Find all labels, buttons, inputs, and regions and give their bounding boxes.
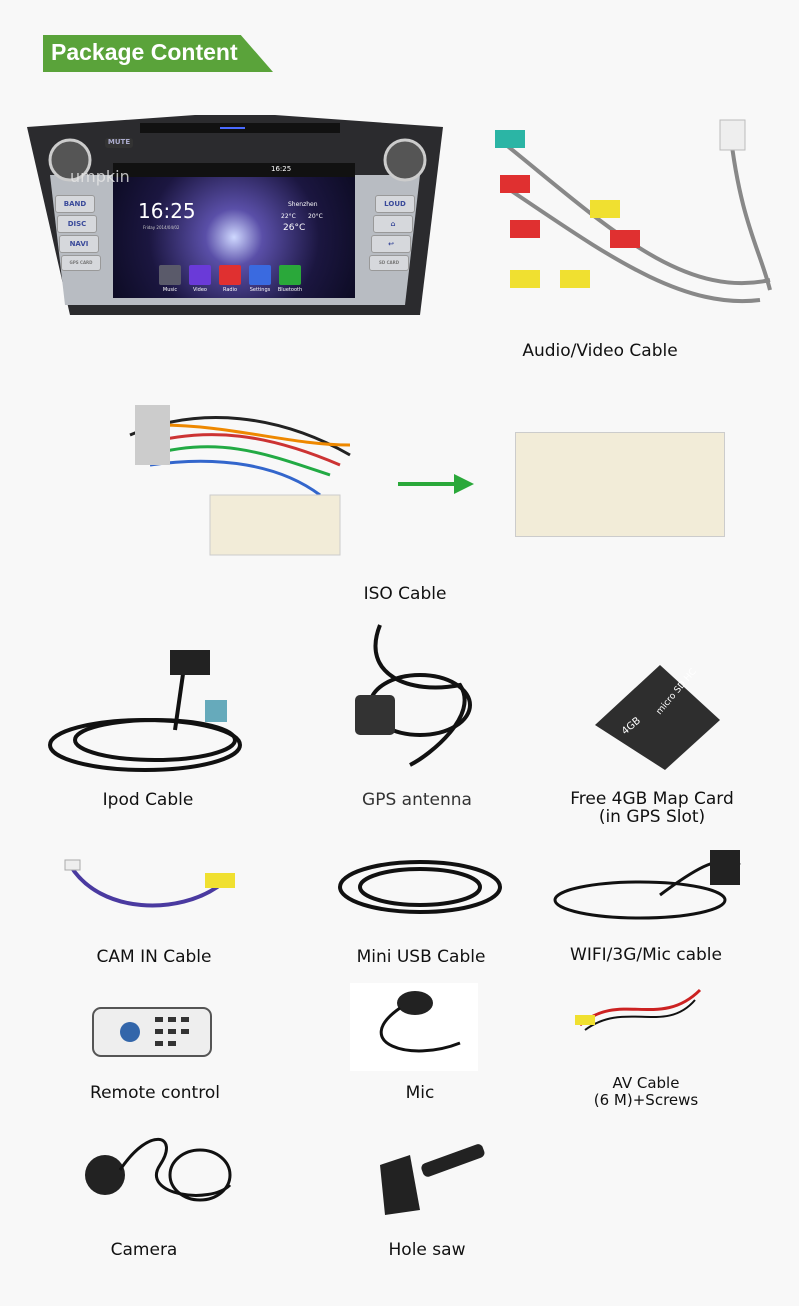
- bluetooth-app-icon: [279, 265, 301, 285]
- sd-card-button: SD CARD: [369, 255, 409, 271]
- map-card-caption-line2: (in GPS Slot): [598, 807, 706, 827]
- iso-cable-image: [129, 405, 351, 556]
- hole-saw-image: [380, 1144, 485, 1215]
- home-button: ⌂: [373, 215, 413, 233]
- app-label: Video: [192, 287, 207, 293]
- mute-button: MUTE: [105, 138, 133, 148]
- low-temp: 20°C: [308, 213, 323, 220]
- package-content-banner: Package Content: [43, 35, 273, 72]
- head-unit-screen: 16:25 16:25 Friday 2014/04/02 Shenzhen 2…: [113, 163, 355, 298]
- cam-in-cable-caption: CAM IN Cable: [96, 947, 212, 967]
- app-label: Bluetooth: [277, 287, 303, 293]
- av-cable-6m-caption-line1: AV Cable: [612, 1074, 680, 1092]
- ipod-cable-image: [48, 650, 242, 772]
- mini-usb-cable-image: [338, 860, 502, 914]
- status-time: 16:25: [271, 165, 292, 173]
- camera-image: [85, 1137, 232, 1202]
- music-app-icon: [159, 265, 181, 285]
- mic-caption: Mic: [405, 1083, 435, 1103]
- av-cable-6m-caption-line2: (6 M)+Screws: [593, 1091, 699, 1109]
- app-label: Settings: [249, 287, 271, 293]
- app-label: Music: [162, 287, 178, 293]
- gps-antenna-caption: GPS antenna: [362, 790, 472, 810]
- date: Friday 2014/04/02: [143, 225, 180, 230]
- page-title: Package Content: [51, 39, 238, 65]
- current-temp: 26°C: [283, 223, 306, 233]
- gps-antenna-image: [355, 624, 472, 767]
- map-card-image: 4GB micro SD HC: [595, 665, 720, 770]
- watermark: umpkin: [70, 167, 130, 186]
- remote-caption: Remote control: [90, 1083, 220, 1103]
- iso-connector-image: [515, 432, 725, 537]
- hole-saw-caption: Hole saw: [388, 1240, 466, 1260]
- ipod-cable-caption: Ipod Cable: [102, 790, 194, 810]
- settings-app-icon: [249, 265, 271, 285]
- wifi-cable-image: [553, 850, 741, 920]
- back-button: ↩: [371, 235, 411, 253]
- cam-in-cable-image: [64, 859, 235, 908]
- loud-button: LOUD: [375, 195, 415, 213]
- radio-app-icon: [219, 265, 241, 285]
- gps-card-button: GPS CARD: [61, 255, 101, 271]
- mini-usb-cable-caption: Mini USB Cable: [356, 947, 486, 967]
- disc-button: DISC: [57, 215, 97, 233]
- av-cable-image: [495, 119, 772, 304]
- video-app-icon: [189, 265, 211, 285]
- map-card-caption-line1: Free 4GB Map Card: [570, 789, 734, 809]
- mic-image: [350, 983, 478, 1071]
- wifi-cable-caption: WIFI/3G/Mic cable: [570, 945, 722, 965]
- camera-caption: Camera: [110, 1240, 178, 1260]
- band-button: BAND: [55, 195, 95, 213]
- av-cable-caption: Audio/Video Cable: [522, 341, 678, 361]
- iso-cable-caption: ISO Cable: [363, 584, 447, 604]
- high-temp: 22°C: [281, 213, 296, 220]
- clock: 16:25: [138, 199, 196, 223]
- navi-button: NAVI: [59, 235, 99, 253]
- av-cable-6m-image: [575, 988, 702, 1031]
- arrow-icon: [398, 474, 474, 494]
- city: Shenzhen: [288, 201, 318, 208]
- remote-control-image: [92, 1007, 212, 1057]
- app-label: Radio: [222, 287, 238, 293]
